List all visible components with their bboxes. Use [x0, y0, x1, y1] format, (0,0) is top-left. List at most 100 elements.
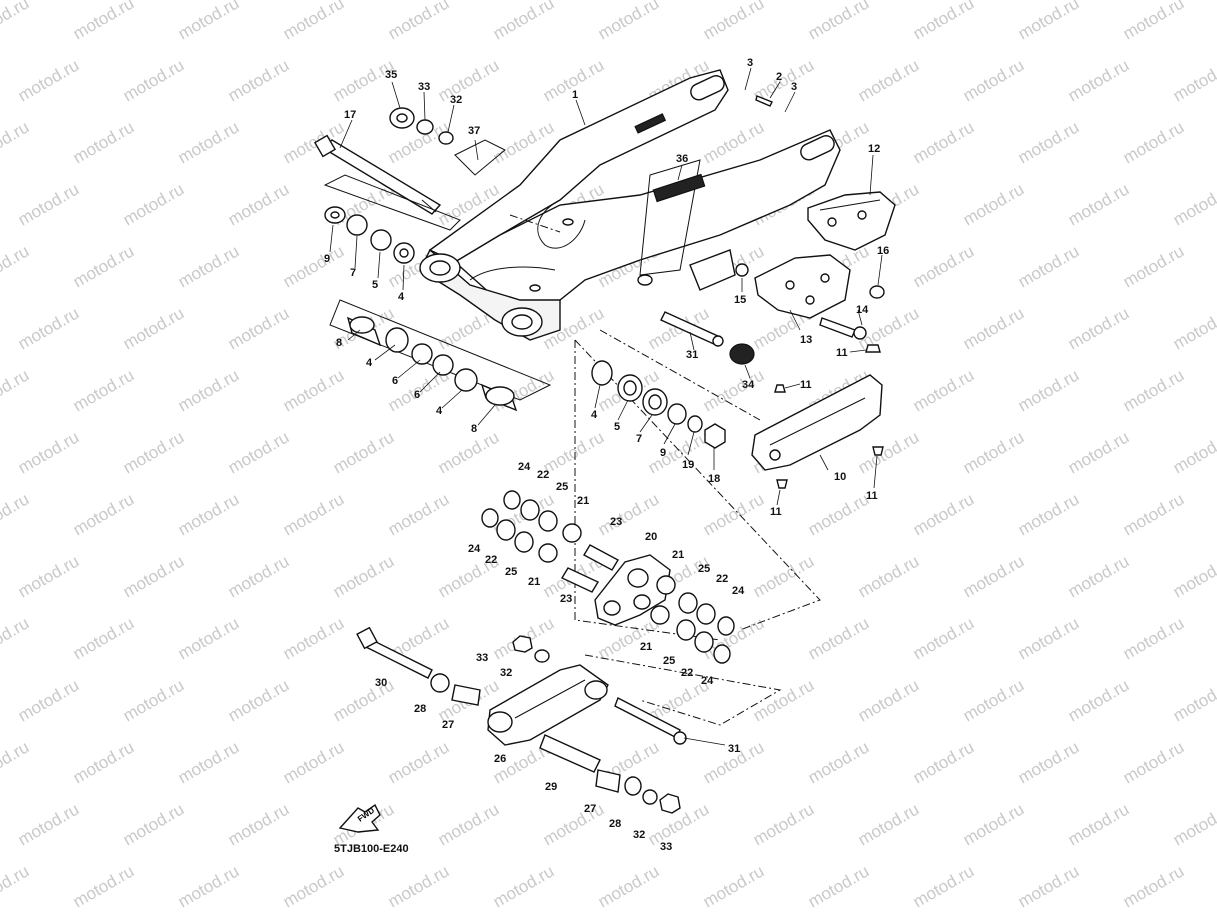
watermark-text: motod.ru	[490, 0, 558, 43]
callout-11a: 11	[836, 347, 848, 359]
watermark-text: motod.ru	[225, 303, 293, 353]
watermark-text: motod.ru	[1120, 737, 1188, 787]
callout-10: 10	[834, 471, 846, 483]
watermark-text: motod.ru	[70, 489, 138, 539]
watermark-text: motod.ru	[280, 0, 348, 43]
callout-24d: 24	[701, 675, 714, 687]
callout-4d: 4	[591, 409, 598, 421]
callout-33: 33	[418, 81, 430, 93]
watermark-text: motod.ru	[225, 179, 293, 229]
forward-arrow-icon: FWD	[338, 803, 381, 833]
watermark-text: motod.ru	[1120, 613, 1188, 663]
watermark-text: motod.ru	[1015, 0, 1083, 43]
watermark-text: motod.ru	[1065, 799, 1133, 849]
callout-37: 37	[468, 125, 480, 137]
watermark-text: motod.ru	[960, 303, 1028, 353]
watermark-text: motod.ru	[385, 861, 453, 911]
callout-5b: 5	[614, 421, 620, 433]
bolt-group	[735, 95, 885, 489]
pivot-bearing-group	[324, 107, 454, 264]
watermark-text: motod.ru	[280, 737, 348, 787]
callout-11d: 11	[866, 490, 878, 502]
callout-22a: 22	[537, 469, 549, 481]
watermark-text: motod.ru	[330, 427, 398, 477]
watermark-text: motod.ru	[0, 365, 32, 415]
watermark-text: motod.ru	[385, 489, 453, 539]
callout-34: 34	[742, 379, 755, 391]
callout-2: 2	[776, 71, 782, 83]
watermark-text: motod.ru	[15, 675, 83, 725]
watermark-text: motod.ru	[1015, 861, 1083, 911]
watermark-text: motod.ru	[1065, 179, 1133, 229]
watermark-text: motod.ru	[750, 675, 818, 725]
callout-22b: 22	[485, 554, 497, 566]
watermark-text: motod.ru	[175, 489, 243, 539]
callout-36: 36	[676, 153, 688, 165]
watermark-text: motod.ru	[700, 117, 768, 167]
watermark-text: motod.ru	[385, 737, 453, 787]
leader-lines	[329, 67, 883, 746]
bolt-30	[356, 626, 433, 679]
watermark-text: motod.ru	[910, 613, 978, 663]
watermark-text: motod.ru	[15, 303, 83, 353]
watermark-text: motod.ru	[700, 365, 768, 415]
watermark-text: motod.ru	[855, 799, 923, 849]
watermark-text: motod.ru	[0, 241, 32, 291]
watermark-text: motod.ru	[750, 551, 818, 601]
reference-lines	[323, 139, 821, 726]
callout-33c: 33	[660, 841, 672, 853]
watermark-text: motod.ru	[1015, 489, 1083, 539]
watermark-text: motod.ru	[70, 241, 138, 291]
watermark-text: motod.ru	[540, 799, 608, 849]
watermark-text: motod.ru	[175, 737, 243, 787]
watermark-text: motod.ru	[70, 365, 138, 415]
callout-labels: 35 33 32 17 37 1 3 2 3 36 12 16 15 14 13…	[324, 57, 889, 853]
callout-3b: 3	[791, 81, 797, 93]
callout-4c: 4	[436, 405, 443, 417]
callout-11b: 11	[800, 379, 812, 391]
watermark-text: motod.ru	[700, 861, 768, 911]
callout-31b: 31	[728, 743, 740, 755]
watermark-text: motod.ru	[910, 861, 978, 911]
watermark-text: motod.ru	[15, 427, 83, 477]
watermark-text: motod.ru	[280, 861, 348, 911]
watermark-text: motod.ru	[700, 489, 768, 539]
callout-19: 19	[682, 459, 694, 471]
callout-24b: 24	[468, 543, 481, 555]
watermark-text: motod.ru	[805, 613, 873, 663]
watermark-text: motod.ru	[805, 489, 873, 539]
watermark-text: motod.ru	[280, 613, 348, 663]
callout-8b: 8	[471, 423, 477, 435]
chain-support-10	[751, 374, 883, 471]
watermark-text: motod.ru	[225, 427, 293, 477]
callout-25a: 25	[556, 481, 568, 493]
watermark-text: motod.ru	[70, 613, 138, 663]
callout-21c: 21	[672, 549, 684, 561]
callout-29: 29	[545, 781, 557, 793]
chain-guide-12	[807, 191, 896, 251]
relay-arm-20	[594, 554, 671, 626]
callout-25b: 25	[505, 566, 517, 578]
watermark-text: motod.ru	[855, 55, 923, 105]
callout-9a: 9	[324, 253, 330, 265]
callout-6b: 6	[414, 389, 420, 401]
callout-24a: 24	[518, 461, 531, 473]
watermark-text: motod.ru	[645, 427, 713, 477]
watermark-text: motod.ru	[0, 117, 32, 167]
watermark-text: motod.ru	[70, 861, 138, 911]
watermark-text: motod.ru	[280, 365, 348, 415]
callout-7a: 7	[350, 267, 356, 279]
shaft-31-upper	[660, 311, 755, 365]
callout-5a: 5	[372, 279, 378, 291]
watermark-text: motod.ru	[1170, 303, 1217, 353]
watermark-text: motod.ru	[15, 179, 83, 229]
callout-32b: 32	[500, 667, 512, 679]
relay-arm-bearing-group	[591, 360, 726, 449]
watermark-text: motod.ru	[1065, 551, 1133, 601]
watermark-text: motod.ru	[1170, 427, 1217, 477]
callout-18: 18	[708, 473, 720, 485]
watermark-text: motod.ru	[120, 551, 188, 601]
watermark-text: motod.ru	[120, 55, 188, 105]
callout-12: 12	[868, 143, 880, 155]
watermark-text: motod.ru	[595, 0, 663, 43]
